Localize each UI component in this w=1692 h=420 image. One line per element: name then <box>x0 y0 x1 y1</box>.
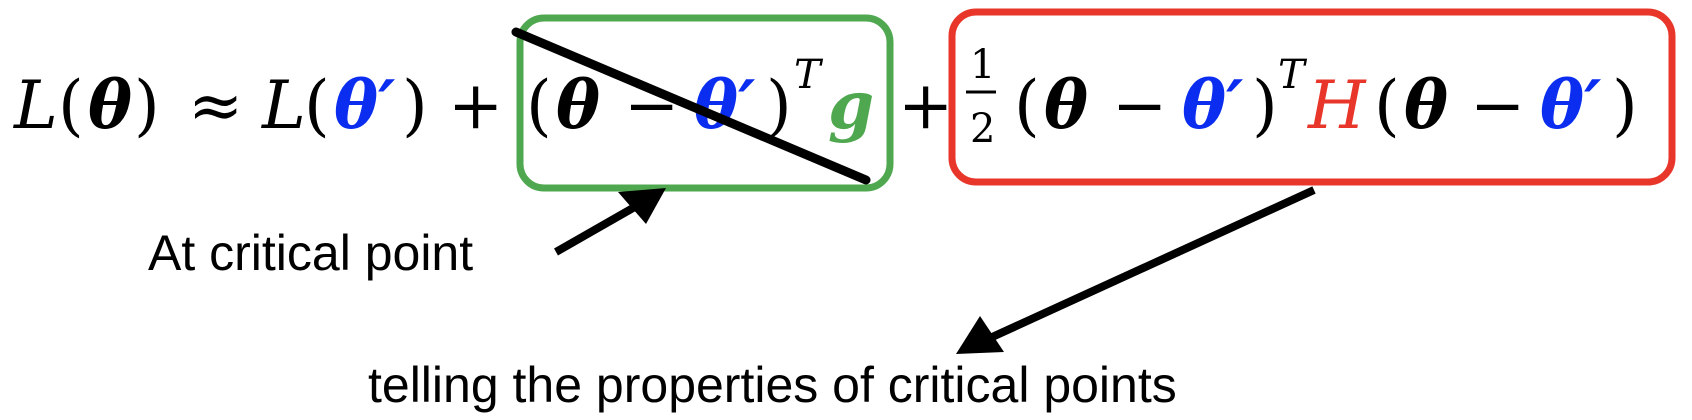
frac-numerator: 1 <box>970 42 995 88</box>
hess-minus-1: − <box>1112 67 1167 144</box>
critical-point-arrow-head <box>618 188 666 224</box>
term0-open-paren: ( <box>304 67 330 144</box>
plus-sign-1: + <box>448 67 503 144</box>
critical-point-label: At critical point <box>148 225 473 281</box>
term0-L: L <box>261 67 306 144</box>
hess-theta-prime-1: θ′ <box>1182 66 1243 144</box>
grad-close-paren: ) <box>766 67 792 144</box>
lhs-L: L <box>13 67 58 144</box>
hess-close-paren-2: ) <box>1612 67 1638 144</box>
hess-close-paren-1: ) <box>1252 67 1278 144</box>
plus-sign-2: + <box>898 67 953 144</box>
critical-point-arrow-shaft <box>554 200 642 256</box>
approx-symbol: ≈ <box>188 67 243 144</box>
properties-arrow-shaft <box>988 186 1316 342</box>
hessian-term-box <box>948 8 1676 186</box>
grad-transpose-T: T <box>794 52 824 98</box>
lhs-close-paren: ) <box>134 67 160 144</box>
term0-theta-prime: θ′ <box>334 66 395 144</box>
gradient-g: g <box>828 66 874 144</box>
term0-close-paren: ) <box>402 67 428 144</box>
hess-theta-1: θ <box>1044 66 1088 144</box>
hess-theta-2: θ <box>1404 66 1448 144</box>
lhs-theta: θ <box>88 66 132 144</box>
grad-open-paren: ( <box>526 67 552 144</box>
lhs-open-paren: ( <box>58 67 84 144</box>
gradient-term-box <box>516 14 894 192</box>
frac-denominator: 2 <box>970 106 995 152</box>
properties-arrow-head <box>956 316 1004 354</box>
hess-transpose-T: T <box>1278 52 1308 98</box>
hessian-H: H <box>1307 67 1367 144</box>
hess-minus-2: − <box>1470 67 1525 144</box>
properties-caption: telling the properties of critical point… <box>368 357 1177 413</box>
hess-theta-prime-2: θ′ <box>1540 66 1601 144</box>
hess-open-paren-2: ( <box>1374 67 1400 144</box>
grad-theta: θ <box>556 66 600 144</box>
hess-open-paren-1: ( <box>1014 67 1040 144</box>
strike-through-line <box>511 27 871 185</box>
